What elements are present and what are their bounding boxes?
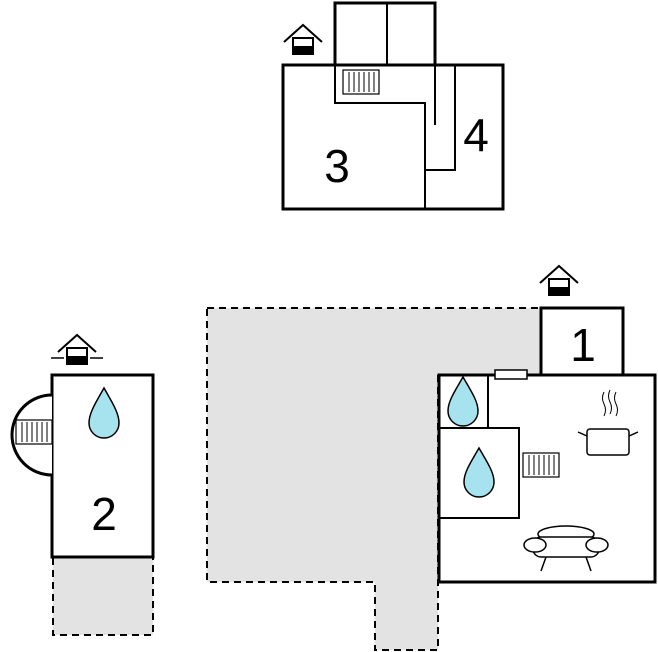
window-icon (494, 369, 528, 380)
room-label-2: 2 (91, 488, 117, 540)
entrance-icon (539, 264, 579, 296)
sofa-icon (523, 525, 609, 572)
room-label-1: 1 (570, 319, 596, 371)
water-drop-icon (88, 386, 120, 439)
entrance-icon (283, 23, 323, 55)
building-top (281, 1, 505, 211)
water-drop-icon (463, 446, 495, 498)
terrace-main (206, 307, 542, 651)
room-label-4: 4 (463, 109, 489, 161)
radiator-icon (342, 69, 380, 95)
radiator-icon (522, 452, 560, 478)
radiator-icon (15, 419, 53, 445)
entrance-icon (51, 333, 103, 365)
building-left (10, 373, 155, 559)
water-drop-icon (447, 375, 479, 427)
room-label-3: 3 (324, 140, 350, 192)
cooking-pot-icon (577, 389, 639, 456)
terrace-small (52, 556, 154, 636)
